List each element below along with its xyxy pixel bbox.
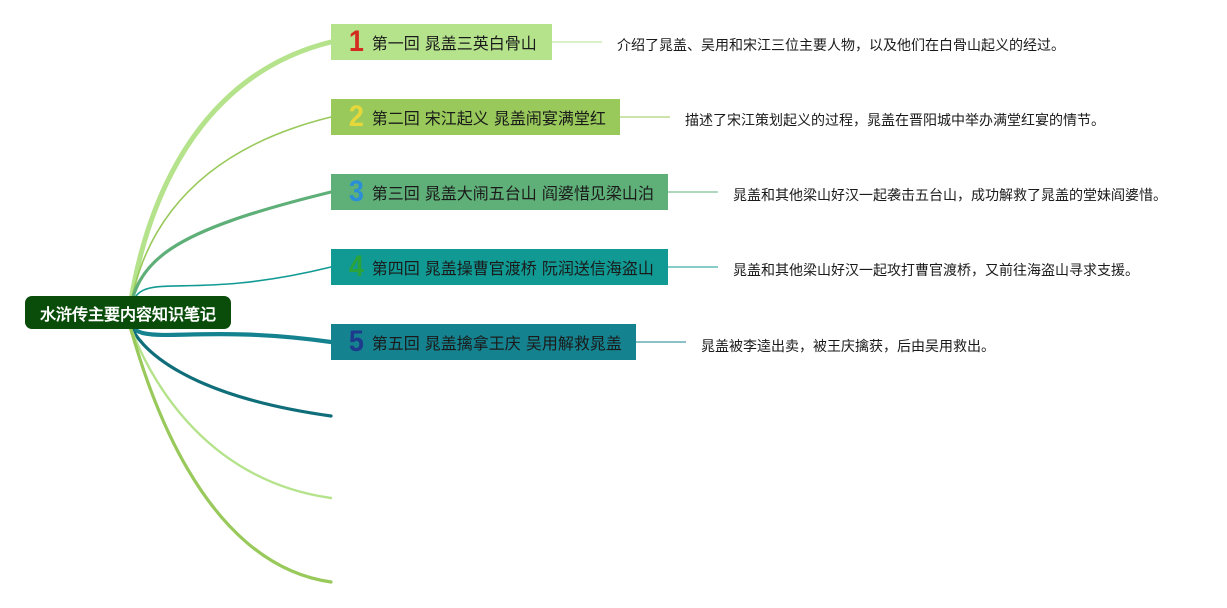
chapter-number-2: 2 (348, 100, 364, 133)
chapter-description-3: 晁盖和其他梁山好汉一起袭击五台山，成功解救了晁盖的堂妹阎婆惜。 (733, 188, 1167, 204)
chapter-description-5: 晁盖被李逵出卖，被王庆擒获，后由吴用救出。 (701, 339, 995, 355)
chapter-node-3[interactable]: 3 第三回 晁盖大闹五台山 阎婆惜见梁山泊 (331, 174, 668, 210)
chapter-title-5: 第五回 晁盖擒拿王庆 吴用解救晁盖 (371, 334, 622, 353)
chapter-title-3: 第三回 晁盖大闹五台山 阎婆惜见梁山泊 (371, 184, 654, 203)
branch-connector-6 (126, 318, 333, 418)
chapter-description-2: 描述了宋江策划起义的过程，晁盖在晋阳城中举办满堂红宴的情节。 (685, 113, 1105, 129)
chapter-title-1: 第一回 晁盖三英白骨山 (371, 34, 537, 53)
chapter-node-2[interactable]: 2 第二回 宋江起义 晁盖闹宴满堂红 (331, 99, 620, 135)
chapter-node-4[interactable]: 4 第四回 晁盖操曹官渡桥 阮润送信海盗山 (331, 249, 668, 285)
chapter-number-3: 3 (348, 175, 364, 208)
chapter-number-1: 1 (348, 25, 364, 58)
chapter-node-5[interactable]: 5 第五回 晁盖擒拿王庆 吴用解救晁盖 (331, 324, 636, 360)
chapter-node-1[interactable]: 1 第一回 晁盖三英白骨山 (331, 24, 552, 60)
chapter-description-4: 晁盖和其他梁山好汉一起攻打曹官渡桥，又前往海盗山寻求支援。 (733, 263, 1139, 279)
root-topic[interactable]: 水浒传主要内容知识笔记 (25, 296, 231, 329)
root-topic-label: 水浒传主要内容知识笔记 (39, 304, 216, 324)
chapter-description-1: 介绍了晁盖、吴用和宋江三位主要人物，以及他们在白骨山起义的经过。 (617, 38, 1065, 54)
chapter-title-4: 第四回 晁盖操曹官渡桥 阮润送信海盗山 (371, 259, 654, 278)
branch-connector-2 (127, 116, 332, 321)
chapter-title-2: 第二回 宋江起义 晁盖闹宴满堂红 (371, 109, 606, 128)
chapter-number-5: 5 (348, 325, 364, 358)
chapter-number-4: 4 (348, 250, 364, 283)
branch-connector-1 (125, 39, 334, 323)
branch-connector-8 (126, 318, 333, 584)
